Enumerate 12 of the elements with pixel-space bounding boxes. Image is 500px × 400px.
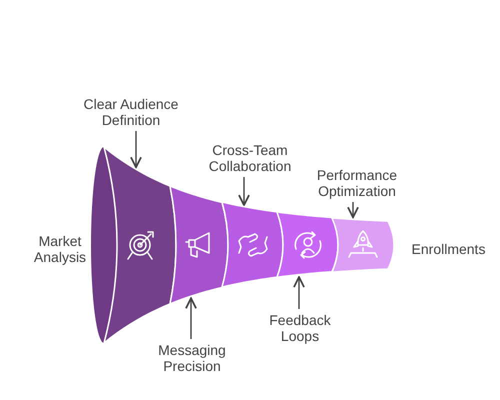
stage-label: Feedback Loops xyxy=(268,312,332,344)
arrow xyxy=(185,297,197,339)
stage-label: Performance Optimization xyxy=(316,167,398,199)
stage-label: Enrollments xyxy=(410,241,486,257)
stage-label: Messaging Precision xyxy=(157,342,227,374)
arrow xyxy=(238,177,250,206)
stage-label: Market Analysis xyxy=(32,233,88,265)
arrow xyxy=(347,202,359,218)
stage-label: Cross-Team Collaboration xyxy=(208,142,292,174)
arrow xyxy=(130,131,142,168)
stage-label: Clear Audience Definition xyxy=(82,96,180,128)
arrow xyxy=(293,276,305,309)
